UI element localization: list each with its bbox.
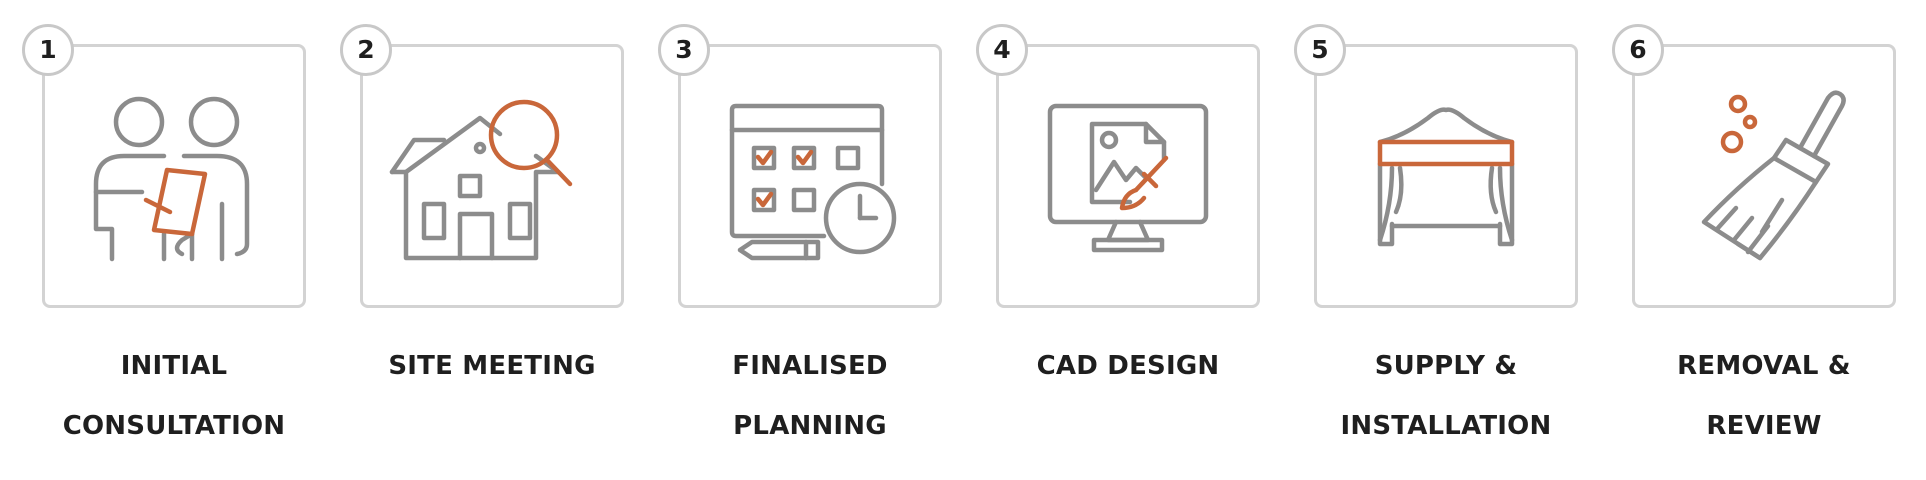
step-label-line: PLANNING bbox=[733, 411, 887, 441]
step-number-badge: 2 bbox=[340, 24, 392, 76]
step-label-line: CONSULTATION bbox=[62, 411, 286, 441]
step-label-line: SITE MEETING bbox=[388, 351, 596, 381]
step-number-badge: 5 bbox=[1294, 24, 1346, 76]
step-2: 2 SITE MEETING bbox=[340, 0, 640, 480]
step-label-line: SUPPLY & bbox=[1374, 351, 1518, 381]
site-inspection-icon bbox=[360, 44, 624, 308]
step-label: INITIAL CONSULTATION bbox=[22, 336, 326, 456]
marquee-tent-icon bbox=[1314, 44, 1578, 308]
broom-icon bbox=[1632, 44, 1896, 308]
planning-calendar-icon bbox=[678, 44, 942, 308]
step-label-line: INSTALLATION bbox=[1340, 411, 1552, 441]
step-card bbox=[1632, 44, 1896, 308]
step-label-line: INITIAL bbox=[120, 351, 228, 381]
step-card bbox=[678, 44, 942, 308]
step-6: 6 REMOVAL & REVIEW bbox=[1612, 0, 1912, 480]
step-number-badge: 1 bbox=[22, 24, 74, 76]
step-label: SITE MEETING bbox=[340, 336, 644, 396]
step-number-badge: 3 bbox=[658, 24, 710, 76]
step-label: REMOVAL & REVIEW bbox=[1612, 336, 1916, 456]
step-3: 3 FINALISED PLANNING bbox=[658, 0, 958, 480]
step-label: FINALISED PLANNING bbox=[658, 336, 962, 456]
step-1: 1 INITIAL CONSULTATION bbox=[22, 0, 322, 480]
step-label-line: REVIEW bbox=[1706, 411, 1822, 441]
step-number-badge: 4 bbox=[976, 24, 1028, 76]
consultation-icon bbox=[42, 44, 306, 308]
step-label-line: FINALISED bbox=[732, 351, 888, 381]
step-card bbox=[1314, 44, 1578, 308]
step-label: CAD DESIGN bbox=[976, 336, 1280, 396]
step-label-line: CAD DESIGN bbox=[1036, 351, 1220, 381]
step-label: SUPPLY & INSTALLATION bbox=[1294, 336, 1598, 456]
step-4: 4 CAD DESIGN bbox=[976, 0, 1276, 480]
step-label-line: REMOVAL & bbox=[1677, 351, 1851, 381]
step-number-badge: 6 bbox=[1612, 24, 1664, 76]
step-5: 5 SUPPLY & INSTALLATION bbox=[1294, 0, 1594, 480]
cad-monitor-icon bbox=[996, 44, 1260, 308]
step-card bbox=[42, 44, 306, 308]
